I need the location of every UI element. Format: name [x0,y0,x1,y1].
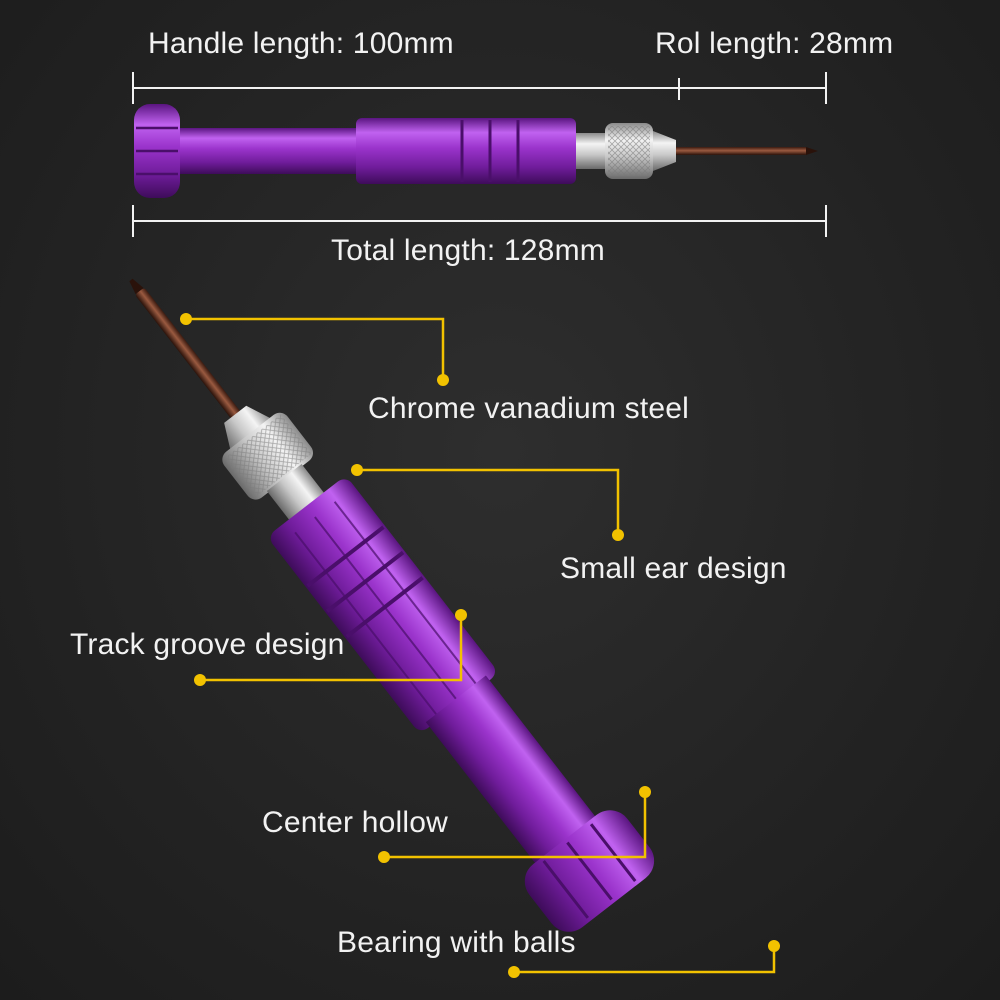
dot-steel-end [437,374,449,386]
callout-dots [180,313,780,978]
total-length-label: Total length: 128mm [331,234,605,267]
dot-hollow-end [378,851,390,863]
screwdriver-angled-view [129,278,655,932]
callout-leaders [186,317,776,974]
dot-groove-end [194,674,206,686]
dot-steel-start [180,313,192,325]
feature-groove-label: Track groove design [70,628,345,661]
dot-ear-start [351,464,363,476]
feature-ear-label: Small ear design [560,552,787,585]
leader-bearing [514,946,776,974]
leader-hollow [384,792,647,859]
dot-bearing-start [768,940,780,952]
screwdriver-top-view [134,104,818,198]
feature-hollow-label: Center hollow [262,806,449,839]
leader-steel [186,317,445,380]
dot-hollow-start [639,786,651,798]
feature-steel-label: Chrome vanadium steel [368,392,690,425]
dimension-lines [132,72,827,237]
leader-ear [357,468,620,535]
dot-bearing-end [508,966,520,978]
dot-ear-end [612,529,624,541]
handle-length-label: Handle length: 100mm [148,27,454,60]
leader-groove [200,615,463,682]
feature-bearing-label: Bearing with balls [337,926,576,959]
dot-groove-start [455,609,467,621]
rod-length-label: Rol length: 28mm [655,27,894,60]
